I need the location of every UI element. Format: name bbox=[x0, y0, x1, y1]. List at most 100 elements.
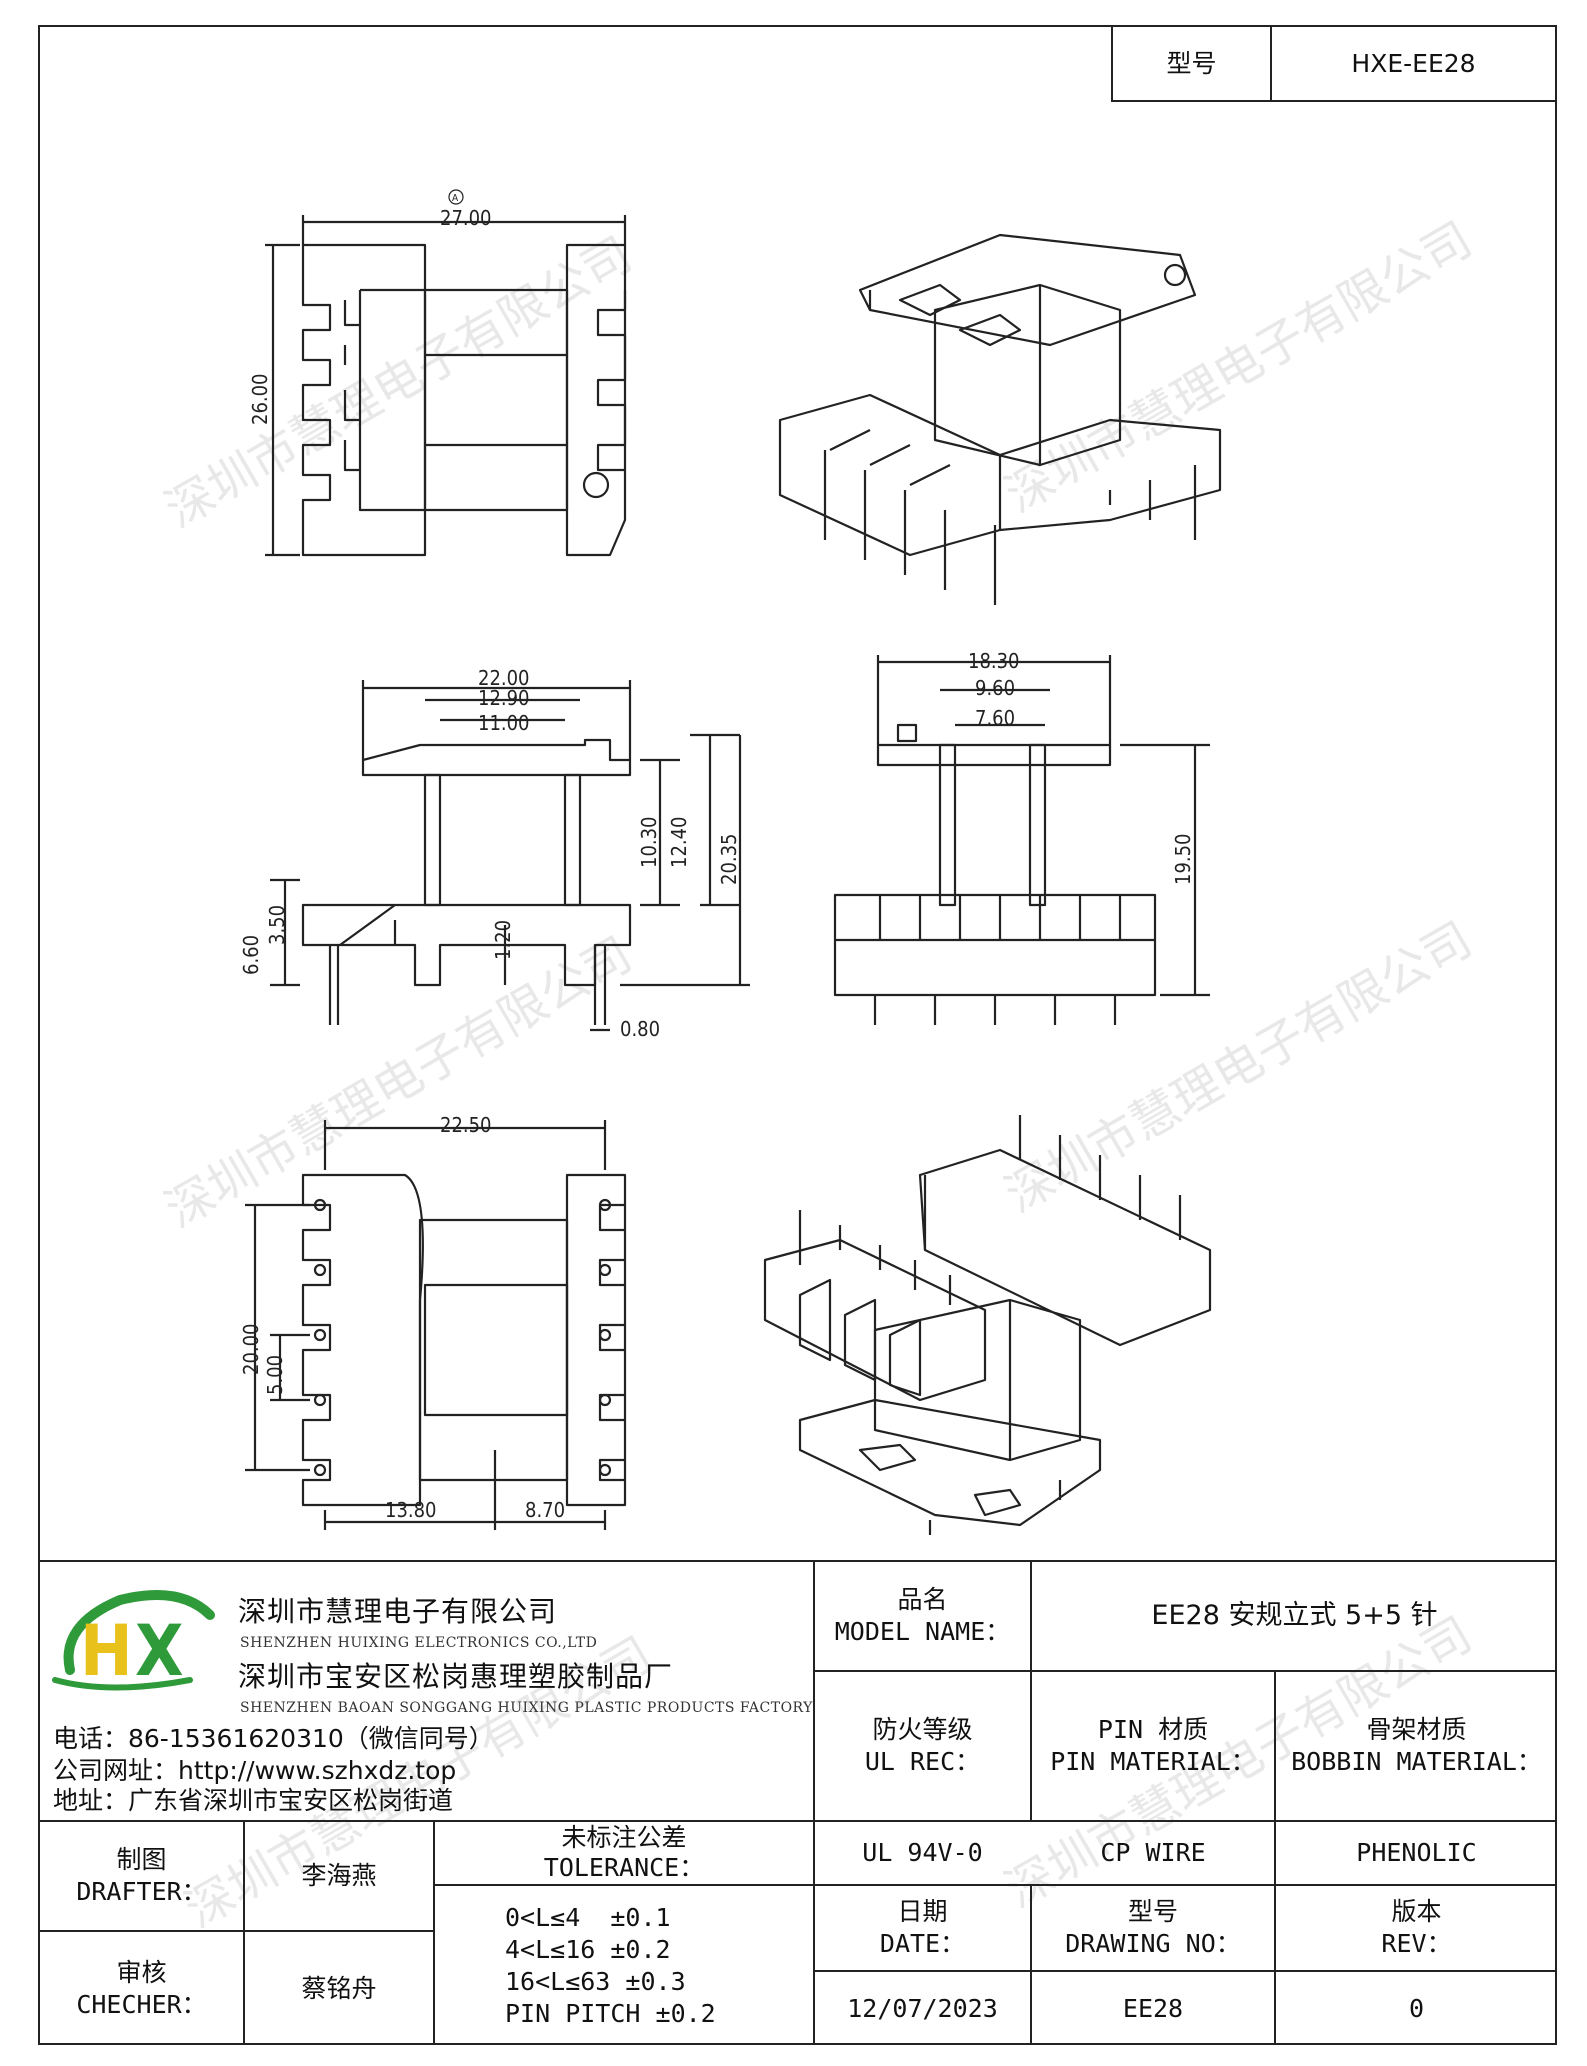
dim-value: 20.35 bbox=[717, 834, 741, 886]
model-value: HXE-EE28 bbox=[1351, 48, 1476, 78]
dim-value: 3.50 bbox=[265, 905, 289, 945]
company-website: 公司网址：http://www.szhxdz.top bbox=[53, 1756, 457, 1785]
label-en: TOLERANCE： bbox=[543, 1853, 705, 1882]
dim-value: 11.00 bbox=[478, 711, 530, 735]
tolerance-label: 未标注公差 TOLERANCE： bbox=[435, 1822, 813, 1884]
product-name-value: EE28 安规立式 5+5 针 bbox=[1151, 1600, 1438, 1631]
dim-value: 18.30 bbox=[968, 649, 1020, 673]
label-cn: 防火等级 bbox=[872, 1715, 973, 1744]
label-cn: 制图 bbox=[116, 1845, 167, 1874]
tb-hline bbox=[38, 1930, 433, 1932]
pin-material-label: PIN 材质 PIN MATERIAL： bbox=[1032, 1672, 1274, 1820]
label-cn: 版本 bbox=[1391, 1897, 1442, 1926]
drafter-label: 制图 DRAFTER： bbox=[40, 1822, 243, 1930]
company-phone: 电话：86-15361620310（微信同号） bbox=[53, 1724, 494, 1753]
title-block-top bbox=[38, 1560, 1557, 1562]
dim-value: 7.60 bbox=[975, 706, 1015, 730]
rev-label: 版本 REV： bbox=[1276, 1886, 1557, 1970]
label-en: REV： bbox=[1381, 1929, 1452, 1958]
tb-hline bbox=[38, 1820, 1557, 1822]
dim-value: 13.80 bbox=[385, 1498, 437, 1522]
label-en: DATE： bbox=[879, 1929, 966, 1958]
label-cn: 未标注公差 bbox=[561, 1823, 687, 1852]
bottom-view-dim-text: 22.50 20.00 5.00 13.80 8.70 bbox=[239, 1113, 565, 1522]
dim-value: 22.00 bbox=[478, 666, 530, 690]
logo-letter-h: H bbox=[80, 1610, 133, 1692]
title-block-divider bbox=[813, 1560, 815, 2045]
dim-value: 19.50 bbox=[1171, 834, 1195, 886]
date-value: 12/07/2023 bbox=[847, 1993, 998, 2023]
front-view bbox=[270, 680, 750, 1032]
label-cn: 骨架材质 bbox=[1366, 1715, 1467, 1744]
pin-material-value: CP WIRE bbox=[1100, 1838, 1206, 1867]
model-label: 型号 bbox=[1166, 48, 1217, 78]
bottom-view bbox=[245, 1120, 627, 1530]
company-address: 地址：广东省深圳市宝安区松岗街道 bbox=[53, 1786, 454, 1815]
label-en: PIN MATERIAL： bbox=[1050, 1747, 1256, 1776]
company-name-cn-2: 深圳市宝安区松岗惠理塑胶制品厂 bbox=[238, 1660, 674, 1693]
header-box-left bbox=[1111, 25, 1113, 102]
dim-value: 12.40 bbox=[667, 817, 691, 869]
label-en: DRAFTER： bbox=[76, 1877, 207, 1906]
dim-value: 9.60 bbox=[975, 676, 1015, 700]
tb-vline bbox=[433, 1820, 435, 2045]
side-view bbox=[833, 655, 1210, 1025]
dim-value: 8.70 bbox=[525, 1498, 565, 1522]
tb-hline bbox=[433, 1884, 1557, 1886]
label-en: BOBBIN MATERIAL： bbox=[1291, 1747, 1542, 1776]
dim-value: 20.00 bbox=[239, 1324, 263, 1376]
label-cn: PIN 材质 bbox=[1097, 1715, 1209, 1744]
checker-name: 蔡铭舟 bbox=[301, 1973, 377, 2003]
tolerance-item: 16<L≤63 ±0.3 bbox=[505, 1966, 686, 1996]
tb-hline bbox=[813, 1670, 1557, 1672]
label-cn: 审核 bbox=[116, 1957, 167, 1987]
dim-value: 1.20 bbox=[491, 920, 515, 960]
dim-value: 5.00 bbox=[263, 1355, 287, 1395]
tolerance-item: 0<L≤4 ±0.1 bbox=[505, 1902, 671, 1932]
drawing-frame bbox=[38, 25, 1557, 2045]
company-logo: H X bbox=[52, 1590, 215, 1692]
dim-value: 0.80 bbox=[620, 1017, 660, 1041]
bobbin-material-value: PHENOLIC bbox=[1356, 1838, 1477, 1867]
date-label: 日期 DATE： bbox=[815, 1886, 1030, 1970]
company-name-en-2: SHENZHEN BAOAN SONGGANG HUIXING PLASTIC … bbox=[240, 1700, 813, 1716]
technical-drawing: A 27.00 26.00 bbox=[239, 189, 1222, 1535]
front-view-dim-text: 22.00 12.90 11.00 10.30 12.40 20.35 3.50… bbox=[239, 666, 741, 1041]
tolerance-list: 0<L≤4 ±0.1 4<L≤16 ±0.2 16<L≤63 ±0.3 PIN … bbox=[435, 1886, 813, 2045]
tb-vline bbox=[1274, 1670, 1276, 2045]
dim-value: 22.50 bbox=[440, 1113, 492, 1137]
logo-letter-x: X bbox=[135, 1610, 184, 1692]
label-en: UL REC： bbox=[864, 1747, 981, 1776]
tb-vline bbox=[1030, 1560, 1032, 1822]
rev-value: 0 bbox=[1408, 1993, 1425, 2023]
dim-value: 12.90 bbox=[478, 686, 530, 710]
header-box-divider bbox=[1270, 25, 1272, 102]
dim-value: 26.00 bbox=[248, 374, 272, 426]
iso-view-top bbox=[778, 233, 1222, 605]
label-cn: 日期 bbox=[897, 1897, 948, 1926]
header-box-bottom bbox=[1111, 100, 1557, 102]
company-name-en-1: SHENZHEN HUIXING ELECTRONICS CO.,LTD bbox=[240, 1635, 598, 1651]
tb-vline bbox=[1030, 1884, 1032, 2045]
checker-label: 审核 CHECHER： bbox=[40, 1932, 243, 2045]
header-box-top bbox=[1111, 25, 1557, 27]
drawing-no-label: 型号 DRAWING NO： bbox=[1032, 1886, 1274, 1970]
product-name-label: 品名 MODEL NAME： bbox=[815, 1562, 1030, 1670]
tb-vline bbox=[243, 1820, 245, 2045]
drafter-name: 李海燕 bbox=[301, 1861, 377, 1890]
tb-hline bbox=[813, 1970, 1557, 1972]
dim-value: 6.60 bbox=[239, 935, 263, 975]
top-view bbox=[265, 215, 627, 557]
label-cn: 品名 bbox=[897, 1585, 948, 1614]
bobbin-material-label: 骨架材质 BOBBIN MATERIAL： bbox=[1276, 1672, 1557, 1820]
fire-rating-value: UL 94V-0 bbox=[862, 1838, 983, 1867]
label-cn: 型号 bbox=[1127, 1897, 1178, 1926]
label-en: CHECHER： bbox=[76, 1989, 207, 2019]
side-view-dim-text: 18.30 9.60 7.60 19.50 bbox=[968, 649, 1195, 885]
dim-value: 27.00 bbox=[440, 206, 492, 230]
dim-letter: A bbox=[452, 193, 459, 204]
fire-rating-label: 防火等级 UL REC： bbox=[815, 1672, 1030, 1820]
drawing-no-value: EE28 bbox=[1122, 1993, 1184, 2023]
iso-view-bottom bbox=[763, 1115, 1212, 1535]
top-view-dim-text: A 27.00 26.00 bbox=[248, 189, 492, 426]
